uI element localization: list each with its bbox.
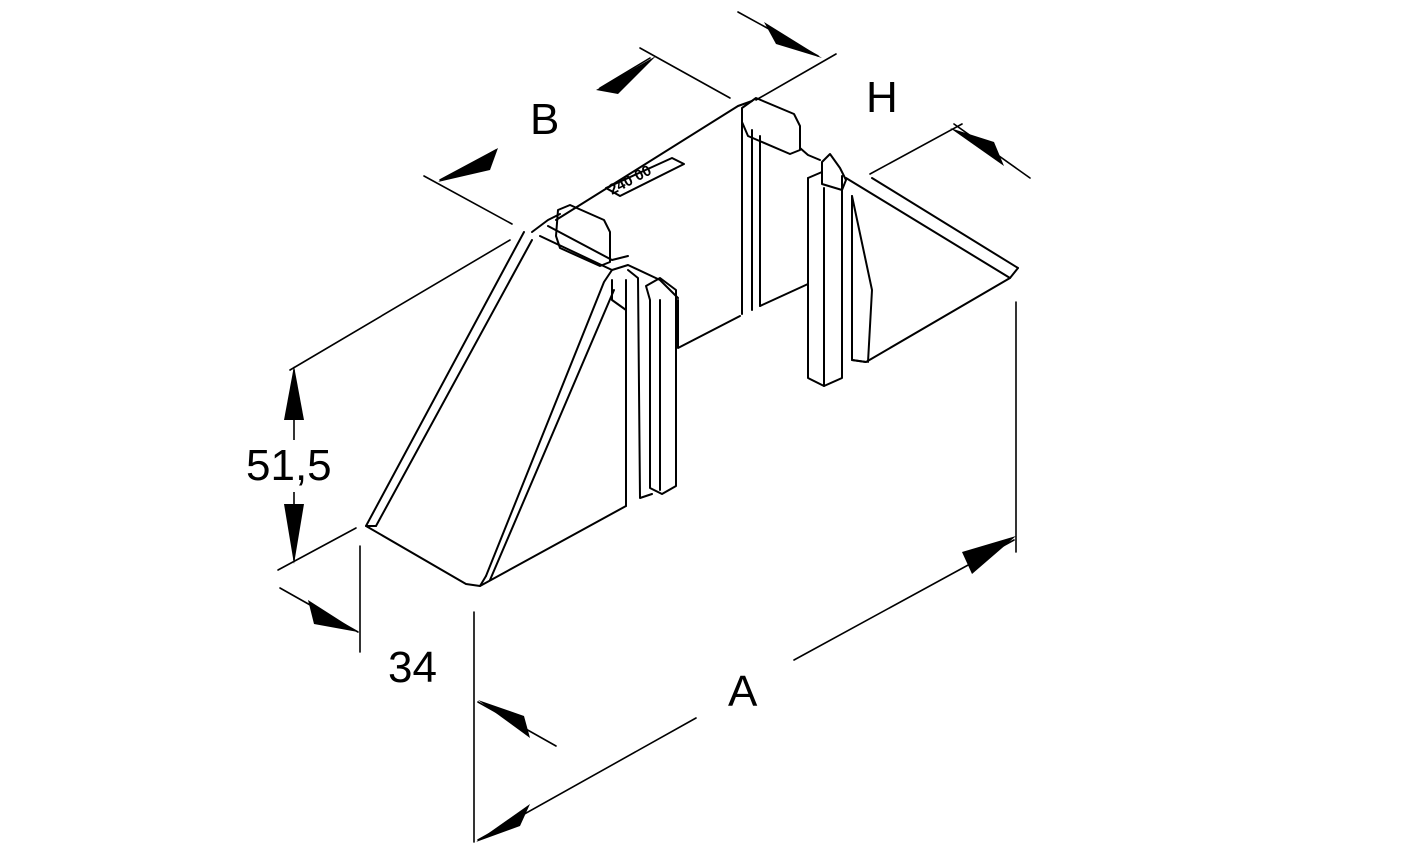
dimension-height (277, 239, 511, 571)
height-label-mask (250, 440, 350, 492)
part-marking: 240 00 (606, 162, 655, 199)
dimension-height-label: 51,5 (246, 441, 332, 490)
dimension-top (737, 11, 837, 101)
dimension-b-label: B (530, 95, 559, 144)
dimension-h (869, 123, 1031, 179)
dimension-depth-label: 34 (388, 643, 437, 692)
dimension-b (423, 47, 731, 225)
dimension-a (473, 301, 1017, 843)
dimension-depth (279, 545, 361, 653)
dimension-a-label: A (728, 667, 758, 716)
dimension-h-label: H (866, 73, 898, 122)
